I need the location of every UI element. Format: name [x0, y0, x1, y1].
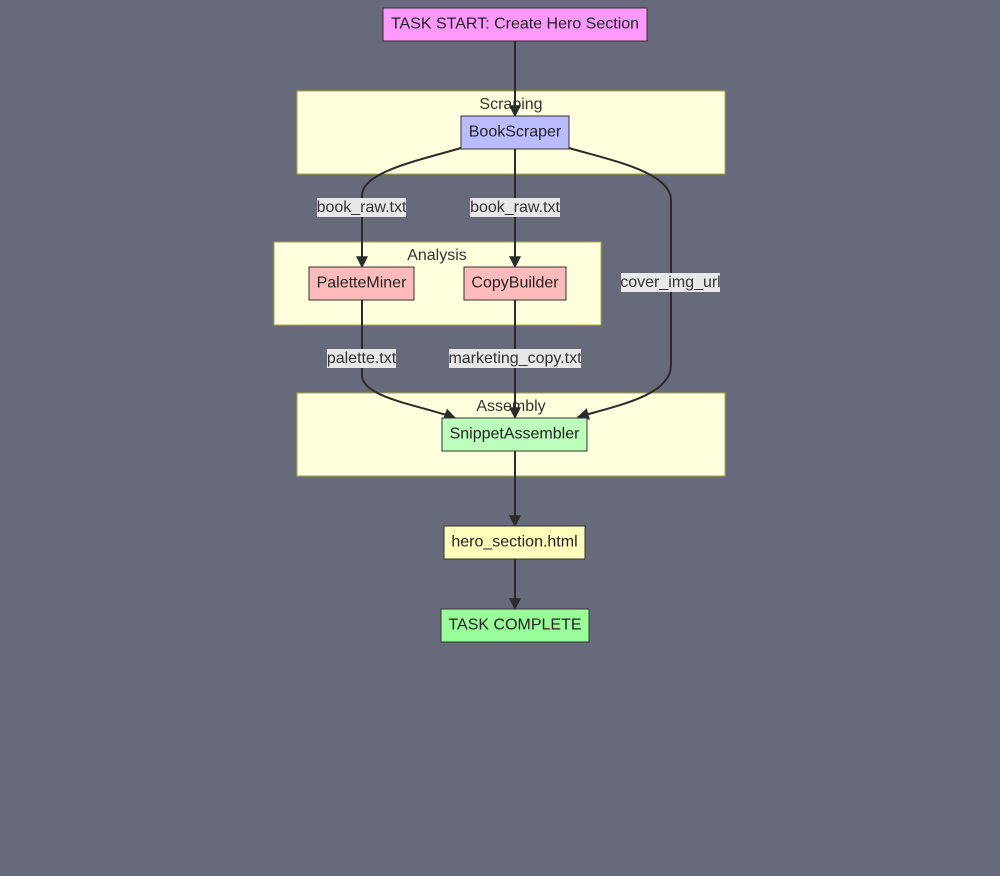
svg-text:PaletteMiner: PaletteMiner: [317, 275, 407, 292]
node-paletteminer[interactable]: PaletteMiner: [308, 266, 415, 301]
svg-text:book_raw.txt: book_raw.txt: [470, 199, 560, 216]
svg-text:SnippetAssembler: SnippetAssembler: [450, 426, 581, 443]
svg-text:TASK COMPLETE: TASK COMPLETE: [448, 617, 581, 634]
svg-text:hero_section.html: hero_section.html: [451, 534, 577, 551]
svg-text:marketing_copy.txt: marketing_copy.txt: [448, 350, 582, 367]
node-snippetassembler[interactable]: SnippetAssembler: [441, 417, 588, 452]
edge-label-palette: palette.txt: [327, 349, 397, 368]
svg-text:palette.txt: palette.txt: [327, 350, 397, 367]
svg-text:CopyBuilder: CopyBuilder: [471, 275, 559, 292]
svg-text:cover_img_url: cover_img_url: [620, 274, 720, 291]
edge-label-book-raw-center: book_raw.txt: [470, 198, 560, 217]
edge-bookscraper-paletteminer: [356, 147, 462, 269]
edge-label-cover-img-url: cover_img_url: [620, 273, 721, 292]
node-hero-section-html[interactable]: hero_section.html: [443, 525, 586, 560]
edge-paletteminer-snippetassembler: [361, 300, 457, 420]
cluster-assembly-title: Assembly: [476, 398, 545, 415]
svg-text:BookScraper: BookScraper: [469, 124, 562, 141]
node-task-complete[interactable]: TASK COMPLETE: [440, 608, 590, 643]
node-bookscraper[interactable]: BookScraper: [460, 115, 570, 150]
svg-text:book_raw.txt: book_raw.txt: [317, 199, 407, 216]
cluster-analysis-title: Analysis: [407, 247, 467, 264]
node-copybuilder[interactable]: CopyBuilder: [463, 266, 567, 301]
edge-label-marketing-copy: marketing_copy.txt: [448, 349, 582, 368]
node-task-start[interactable]: TASK START: Create Hero Section: [382, 7, 648, 42]
cluster-scraping-title: Scraping: [479, 96, 542, 113]
svg-text:TASK START: Create Hero Sectio: TASK START: Create Hero Section: [391, 16, 639, 33]
edge-label-book-raw-left: book_raw.txt: [317, 198, 407, 217]
cluster-scraping: Scraping: [296, 90, 726, 175]
